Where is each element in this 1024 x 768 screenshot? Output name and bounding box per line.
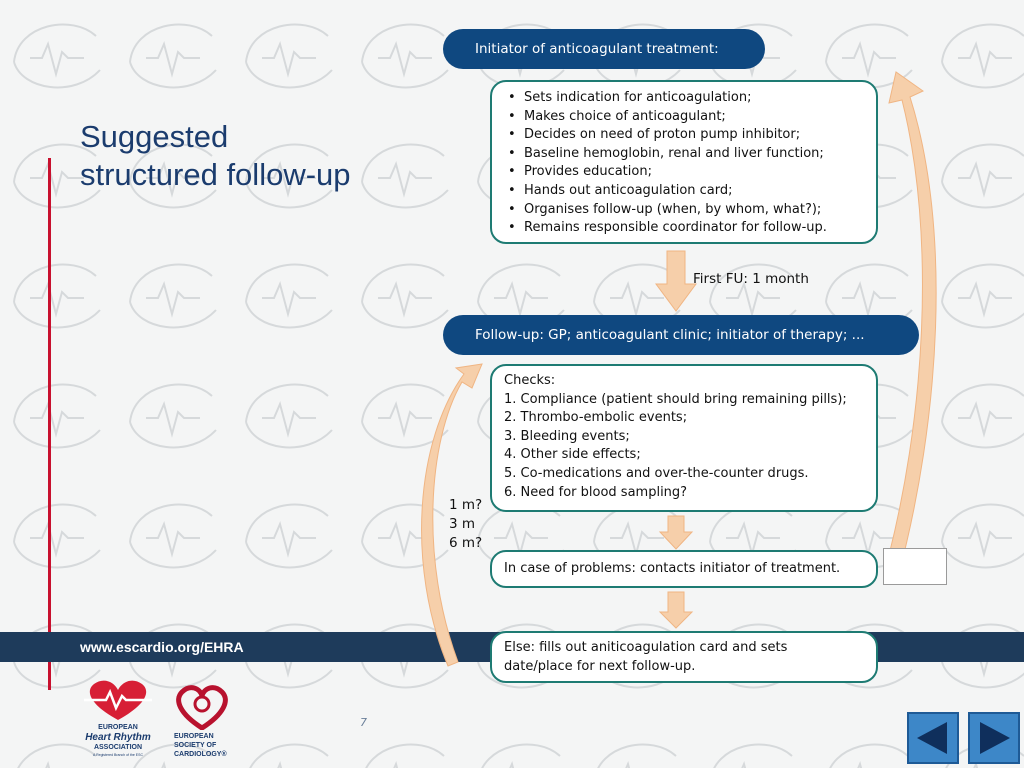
list-item: Hands out anticoagulation card; [504, 182, 876, 201]
followup-intervals: 1 m? 3 m 6 m? [449, 496, 482, 553]
left-accent-rule [48, 158, 51, 690]
ehra-line-2: Heart Rhythm [85, 732, 151, 743]
empty-placeholder-box [883, 548, 947, 585]
esc-line-3: CARDIOLOGY® [174, 751, 227, 758]
list-item: 2. Thrombo-embolic events; [504, 410, 688, 426]
footer-url: www.escardio.org/EHRA [80, 639, 244, 655]
list-item: Provides education; [504, 163, 876, 182]
esc-line-1: EUROPEAN [174, 733, 214, 740]
followup-header-pill: Follow-up: GP; anticoagulant clinic; ini… [443, 315, 919, 355]
esc-line-2: SOCIETY OF [174, 742, 217, 749]
initiator-tasks-box: Sets indication for anticoagulation; Mak… [490, 80, 878, 244]
page-number: 7 [360, 716, 367, 729]
initiator-header-pill: Initiator of anticoagulant treatment: [443, 29, 765, 69]
list-item: Baseline hemoglobin, renal and liver fun… [504, 145, 876, 164]
previous-arrow-icon [917, 722, 947, 754]
checks-box: Checks: 1. Compliance (patient should br… [490, 364, 878, 512]
list-item: Makes choice of anticoagulant; [504, 108, 876, 127]
next-slide-button[interactable] [968, 712, 1020, 764]
list-item: 3. Bleeding events; [504, 428, 630, 444]
ehra-logo-text: EUROPEAN Heart Rhythm ASSOCIATION A Regi… [78, 723, 158, 758]
list-item: Decides on need of proton pump inhibitor… [504, 126, 876, 145]
interval-label: 1 m? [449, 497, 483, 513]
else-text-line-1: Else: fills out aniticoagulation card an… [504, 640, 788, 655]
list-item: Organises follow-up (when, by whom, what… [504, 201, 876, 220]
ehra-heart-icon [84, 680, 152, 720]
slide-title-line-2: structured follow-up [80, 157, 351, 192]
list-item: Remains responsible coordinator for foll… [504, 219, 876, 238]
previous-slide-button[interactable] [907, 712, 959, 764]
interval-label: 6 m? [449, 535, 483, 551]
problems-text: In case of problems: contacts initiator … [504, 561, 841, 576]
ehra-line-4: A Registered Branch of the ESC [93, 753, 143, 757]
initiator-task-list: Sets indication for anticoagulation; Mak… [504, 89, 876, 238]
ehra-line-1: EUROPEAN [98, 724, 138, 731]
followup-header-text: Follow-up: GP; anticoagulant clinic; ini… [475, 327, 865, 343]
slide-title: Suggested structured follow-up [80, 118, 420, 194]
list-item: 5. Co-medications and over-the-counter d… [504, 465, 809, 481]
ehra-line-3: ASSOCIATION [93, 744, 143, 751]
interval-label: 3 m [449, 516, 476, 532]
next-arrow-icon [980, 722, 1010, 754]
esc-heart-icon [176, 685, 228, 730]
slide-title-line-1: Suggested [80, 119, 229, 154]
problems-box: In case of problems: contacts initiator … [490, 550, 878, 588]
list-item: 6. Need for blood sampling? [504, 484, 688, 500]
else-text-line-2: date/place for next follow-up. [504, 658, 696, 674]
checks-title: Checks: [504, 373, 556, 388]
list-item: Sets indication for anticoagulation; [504, 89, 876, 108]
esc-logo: EUROPEAN SOCIETY OF CARDIOLOGY® [170, 682, 234, 764]
list-item: 1. Compliance (patient should bring rema… [504, 391, 847, 407]
first-fu-label: First FU: 1 month [693, 271, 809, 287]
else-box: Else: fills out aniticoagulation card an… [490, 631, 878, 683]
list-item: 4. Other side effects; [504, 447, 641, 463]
ehra-logo: EUROPEAN Heart Rhythm ASSOCIATION A Regi… [78, 676, 158, 764]
initiator-header-text: Initiator of anticoagulant treatment: [475, 41, 719, 57]
esc-logo-text: EUROPEAN SOCIETY OF CARDIOLOGY® [170, 732, 238, 759]
